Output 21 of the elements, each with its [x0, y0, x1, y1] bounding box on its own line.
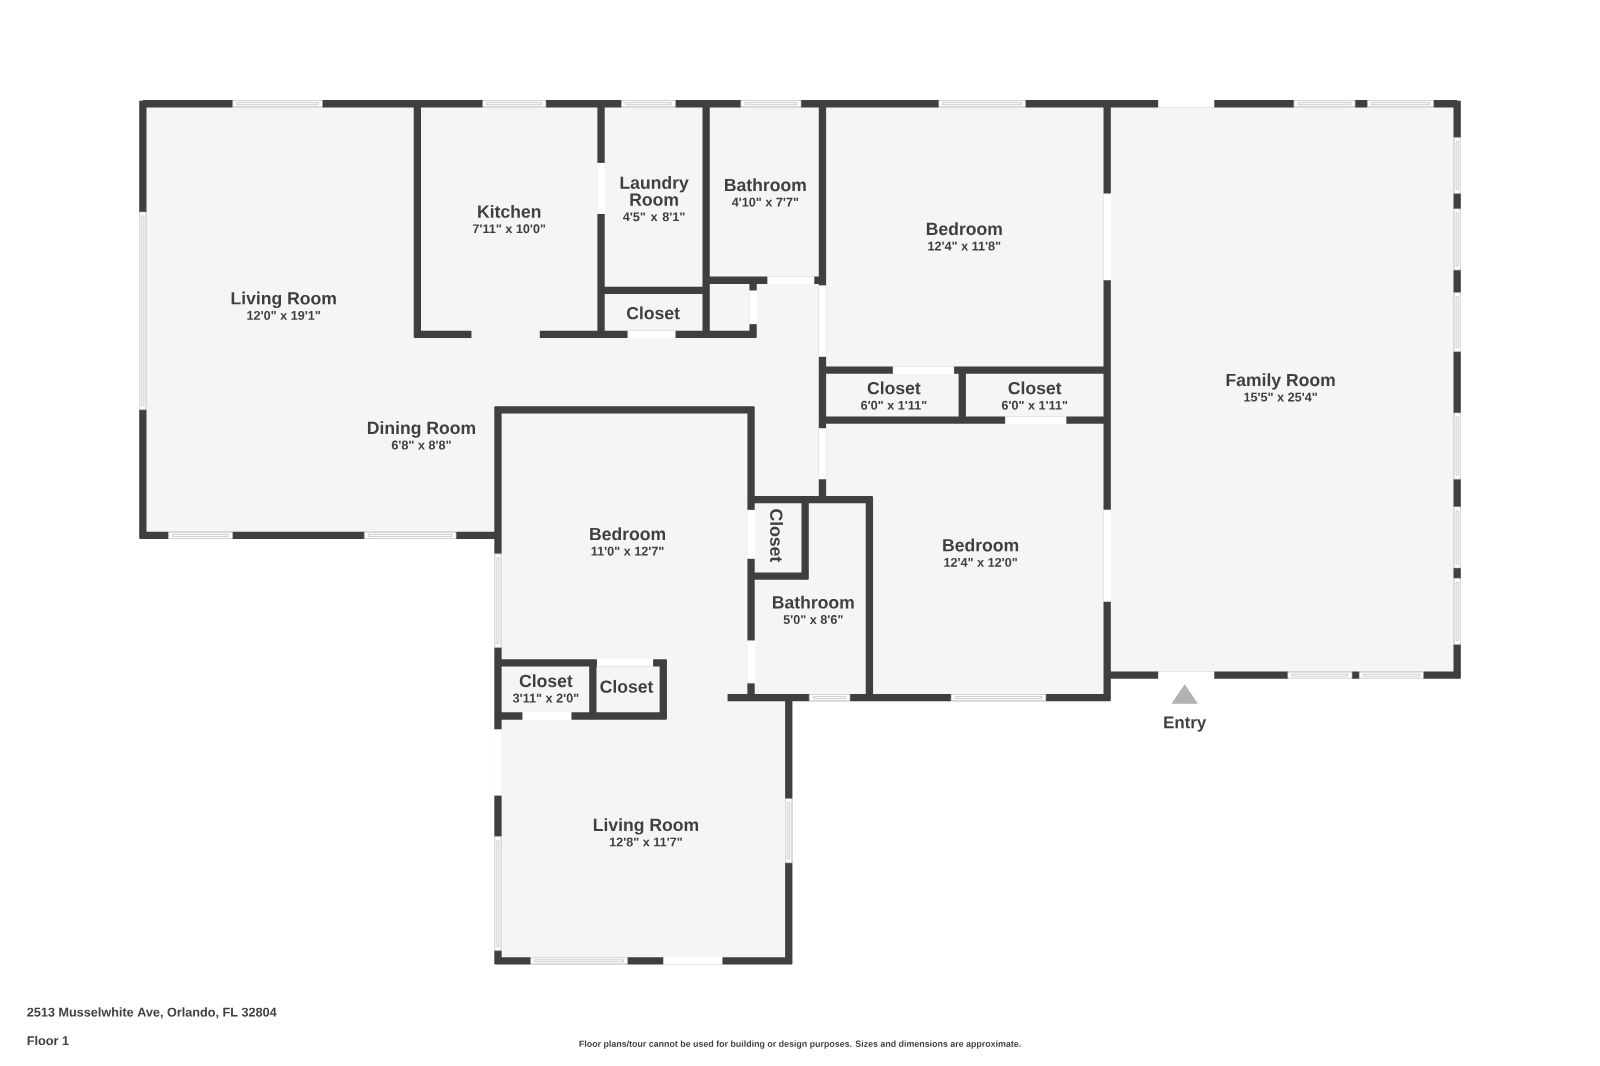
- room-label: Closet 6'0" x 1'11": [861, 381, 927, 410]
- room-label: Closet: [770, 509, 783, 562]
- room-label: Living Room 12'8" x 11'7": [593, 818, 699, 847]
- disclaimer-text: Floor plans/tour cannot be used for building or design purposes. Sizes and dimensions are approximate.: [579, 1040, 1021, 1049]
- room-label: Bathroom 4'10" x 7'7": [725, 178, 806, 207]
- room-label: Closet: [626, 306, 680, 320]
- room-label: Closet: [600, 679, 654, 693]
- room-label: Bedroom 11'0" x 12'7": [590, 527, 666, 556]
- room-label: Kitchen 7'11" x 10'0": [472, 204, 546, 234]
- entry-label: Entry: [1164, 716, 1207, 732]
- floor-label: Floor 1: [27, 1035, 69, 1046]
- room-label: Closet 3'11" x 2'0": [512, 674, 579, 703]
- room-label: Living Room 12'0" x 19'1": [231, 291, 336, 320]
- room-label: Bathroom 5'0" x 8'6": [772, 595, 854, 625]
- room-label: Family Room 15'5" x 25'4": [1226, 373, 1335, 402]
- room-label: Bedroom 12'4" x 12'0": [943, 538, 1019, 567]
- room-label: Bedroom 12'4" x 11'8": [926, 222, 1002, 251]
- address-text: 2513 Musselwhite Ave, Orlando, FL 32804: [27, 1007, 277, 1019]
- room-label: Closet 6'0" x 1'11": [1001, 381, 1068, 410]
- room-label: Dining Room 6'8" x 8'8": [367, 421, 475, 450]
- room-label: Laundry Room 4'5" x 8'1": [620, 176, 689, 222]
